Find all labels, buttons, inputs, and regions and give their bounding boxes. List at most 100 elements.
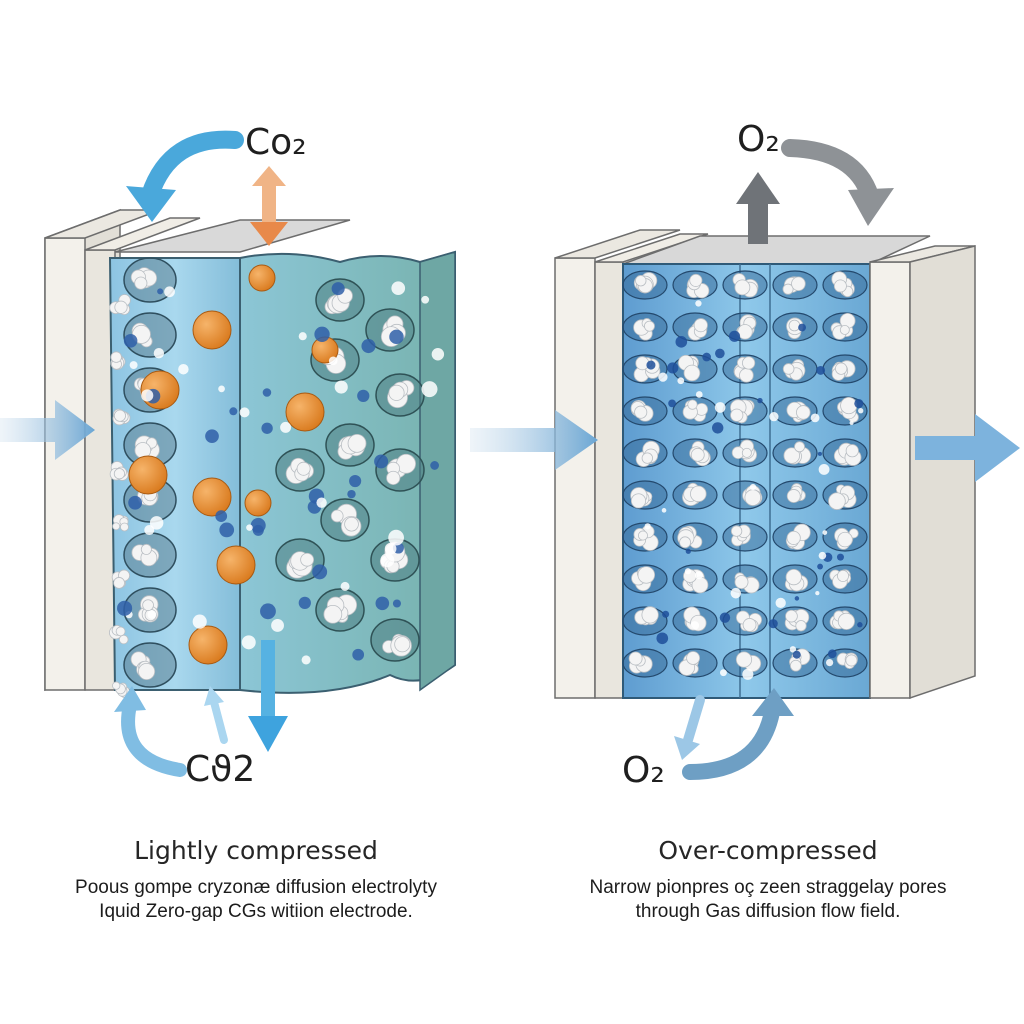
- micro-particle: [794, 596, 800, 601]
- left-panel-caption: Poous gompe cryzonæ diffusion electrolyt…: [6, 876, 506, 924]
- catalyst-particle: [192, 477, 232, 517]
- left-caption-line-2: Iquid Zero-gap CGs witiion electrode.: [99, 901, 413, 922]
- left-inflow-arrow: [0, 400, 95, 460]
- micro-particle: [391, 281, 406, 296]
- micro-particle: [662, 610, 670, 618]
- micro-particle: [178, 363, 189, 375]
- micro-particle: [271, 619, 284, 632]
- micro-particle: [392, 599, 401, 608]
- micro-particle: [241, 635, 256, 650]
- micro-particle: [430, 461, 440, 470]
- micro-particle: [149, 516, 164, 530]
- micro-particle: [147, 610, 157, 619]
- micro-particle: [817, 451, 822, 456]
- catalyst-particle: [192, 310, 232, 350]
- micro-particle: [728, 330, 741, 342]
- left-porous-electrode: [108, 250, 456, 694]
- micro-particle: [644, 523, 651, 530]
- micro-particle: [798, 323, 807, 332]
- right-cell-assembly: [554, 229, 976, 700]
- micro-particle: [129, 361, 138, 370]
- right-particle-field: [622, 270, 868, 680]
- micro-particle: [825, 658, 834, 667]
- micro-particle: [239, 407, 250, 418]
- micro-particle: [668, 399, 676, 408]
- micro-particle: [646, 360, 656, 370]
- micro-particle: [757, 397, 763, 404]
- micro-particle: [857, 622, 863, 628]
- micro-particle: [815, 590, 820, 596]
- catalyst-particle: [128, 455, 168, 495]
- micro-particle: [328, 356, 338, 366]
- micro-particle: [357, 389, 370, 403]
- micro-particle: [719, 669, 727, 677]
- micro-particle: [262, 388, 272, 397]
- micro-particle: [246, 524, 253, 531]
- micro-particle: [361, 338, 376, 354]
- micro-particle: [719, 612, 731, 623]
- catalyst-particle: [285, 392, 325, 432]
- catalyst-particle: [216, 545, 256, 585]
- micro-particle: [656, 632, 669, 645]
- micro-particle: [661, 508, 667, 513]
- right-panel-caption: Narrow pionpres oç zeen straggelay pores…: [518, 876, 1018, 924]
- micro-particle: [742, 668, 754, 680]
- micro-particle: [388, 529, 404, 546]
- micro-particle: [810, 413, 820, 423]
- left-bottom-vertical-arrow: [248, 640, 288, 752]
- right-outflow-arrow: [915, 414, 1020, 482]
- micro-particle: [836, 553, 844, 561]
- micro-particle: [153, 348, 165, 359]
- micro-particle: [334, 380, 348, 394]
- micro-particle: [192, 614, 207, 629]
- micro-particle: [280, 421, 292, 433]
- micro-particle: [421, 381, 438, 398]
- left-bottom-curved-arrow: [114, 686, 228, 777]
- micro-particle: [714, 402, 726, 413]
- left-particle-field: [109, 257, 445, 698]
- micro-particle: [854, 398, 864, 409]
- micro-particle: [128, 495, 143, 510]
- micro-particle: [314, 326, 330, 342]
- micro-particle: [374, 454, 389, 469]
- micro-particle: [822, 530, 828, 536]
- micro-particle: [695, 300, 702, 307]
- micro-particle: [775, 597, 786, 609]
- micro-particle: [331, 282, 345, 296]
- micro-particle: [261, 422, 273, 434]
- right-panel-title: Over-compressed: [658, 836, 878, 865]
- micro-particle: [695, 391, 703, 398]
- micro-particle: [384, 542, 397, 555]
- right-end-plate: [869, 245, 976, 700]
- micro-particle: [157, 288, 164, 295]
- right-left-plate: [554, 229, 709, 699]
- micro-particle: [312, 564, 328, 580]
- micro-particle: [792, 650, 801, 659]
- micro-particle: [380, 553, 395, 568]
- micro-particle: [316, 497, 327, 508]
- micro-particle: [818, 551, 827, 560]
- micro-particle: [141, 389, 154, 402]
- left-top-slab: [114, 219, 351, 253]
- right-inflow-arrow: [470, 410, 598, 470]
- micro-particle: [389, 329, 404, 345]
- micro-particle: [818, 464, 830, 475]
- micro-particle: [215, 510, 228, 522]
- micro-particle: [301, 655, 311, 665]
- left-panel-title: Lightly compressed: [134, 836, 378, 865]
- micro-particle: [858, 408, 864, 414]
- right-caption-line-2: through Gas diffusion flow field.: [635, 901, 901, 922]
- micro-particle: [375, 596, 390, 611]
- micro-particle: [349, 474, 362, 488]
- micro-particle: [685, 548, 691, 554]
- micro-particle: [421, 295, 430, 304]
- left-top-curved-arrow: [126, 130, 244, 222]
- micro-particle: [711, 422, 724, 434]
- micro-particle: [229, 407, 238, 416]
- micro-particle: [164, 286, 175, 298]
- catalyst-particle: [188, 625, 228, 665]
- left-top-gas-label: Co₂: [245, 122, 307, 163]
- micro-particle: [298, 596, 311, 610]
- micro-particle: [768, 619, 778, 629]
